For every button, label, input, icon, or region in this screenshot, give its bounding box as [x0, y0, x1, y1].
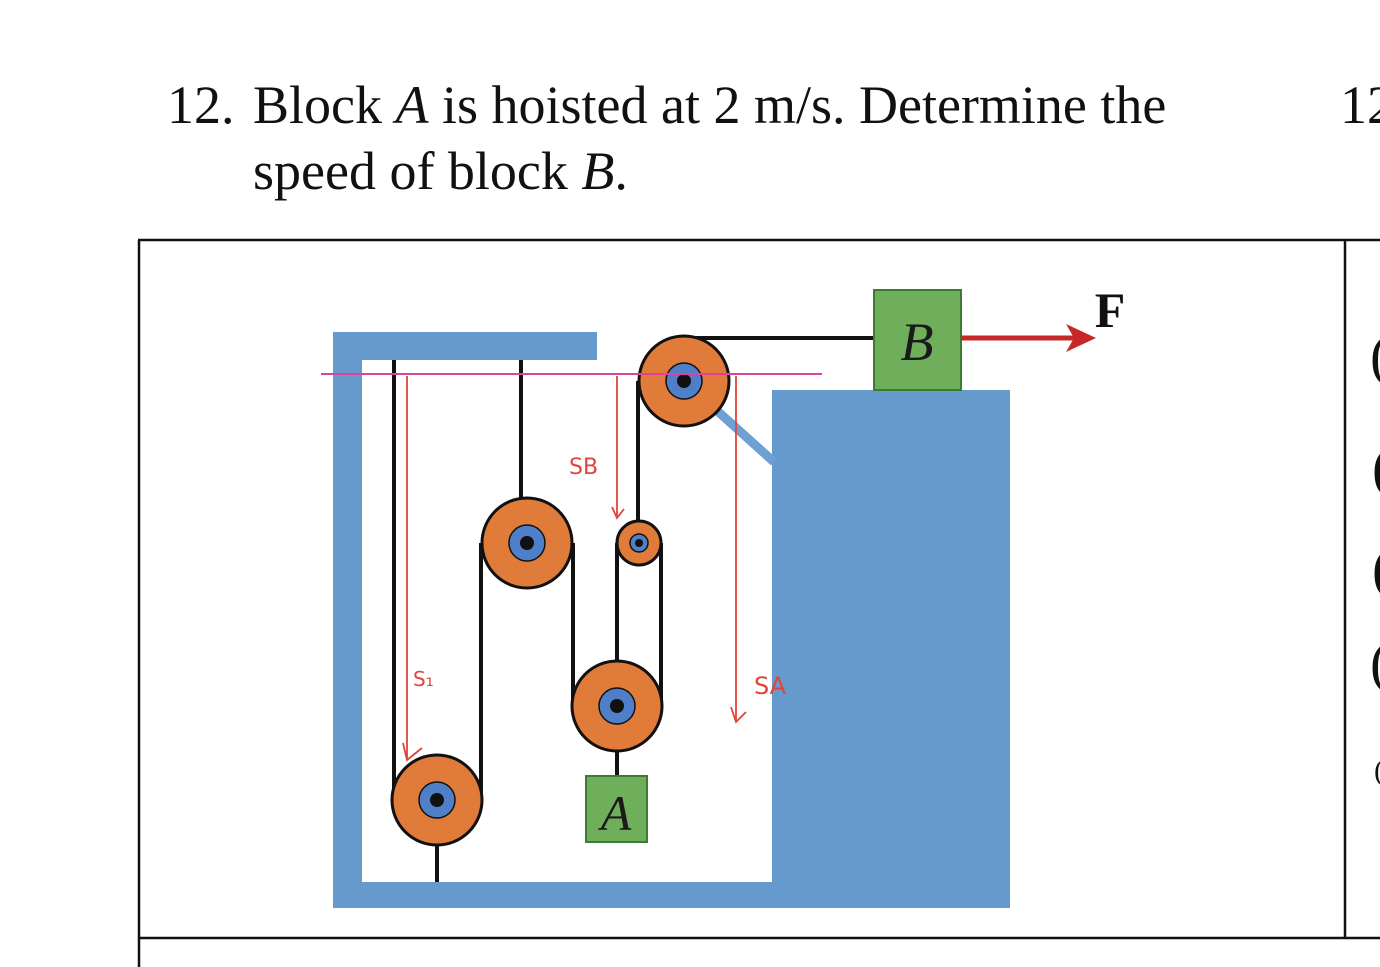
block-a-label: A [598, 785, 632, 841]
problem-text: is hoisted at 2 m/s. Determine the [428, 75, 1167, 135]
block-b-label: B [901, 312, 934, 372]
pulley-upper-left [480, 496, 574, 590]
side-glyph: ( [1374, 754, 1380, 787]
position-arrows [402, 376, 747, 762]
block-a: A [585, 775, 648, 843]
pulley-bottom-left [390, 753, 484, 847]
problem-var-a: A [395, 75, 429, 135]
pulley-lower-middle [570, 659, 664, 753]
force-label: F [1095, 282, 1126, 338]
side-glyph: ( [1372, 435, 1380, 500]
problem-text: Block [253, 75, 396, 135]
pulley-small [615, 519, 663, 567]
side-glyph: ( [1370, 323, 1380, 388]
support-frame [333, 332, 1010, 908]
problem-line-1: 12. Block A is hoisted at 2 m/s. Determin… [167, 72, 1166, 138]
annotation-s1: S₁ [413, 667, 434, 691]
side-glyph: ( [1370, 630, 1380, 695]
block-b: B [873, 289, 962, 391]
problem-text: speed of block [253, 141, 582, 201]
next-problem-number: 12 [1340, 75, 1380, 135]
problem-text: . [614, 141, 628, 201]
problem-var-b: B [581, 141, 615, 201]
force-arrow: F [961, 282, 1125, 352]
problem-number: 12. [167, 75, 235, 135]
side-glyph: ( [1372, 536, 1380, 601]
annotation-sb: SB [569, 455, 598, 480]
table-border [137, 238, 1380, 967]
pulley-top [637, 334, 731, 428]
annotation-sa: SA [754, 672, 787, 700]
problem-line-2: speed of block B. [167, 138, 1166, 204]
problem-statement: 12. Block A is hoisted at 2 m/s. Determin… [167, 72, 1166, 204]
